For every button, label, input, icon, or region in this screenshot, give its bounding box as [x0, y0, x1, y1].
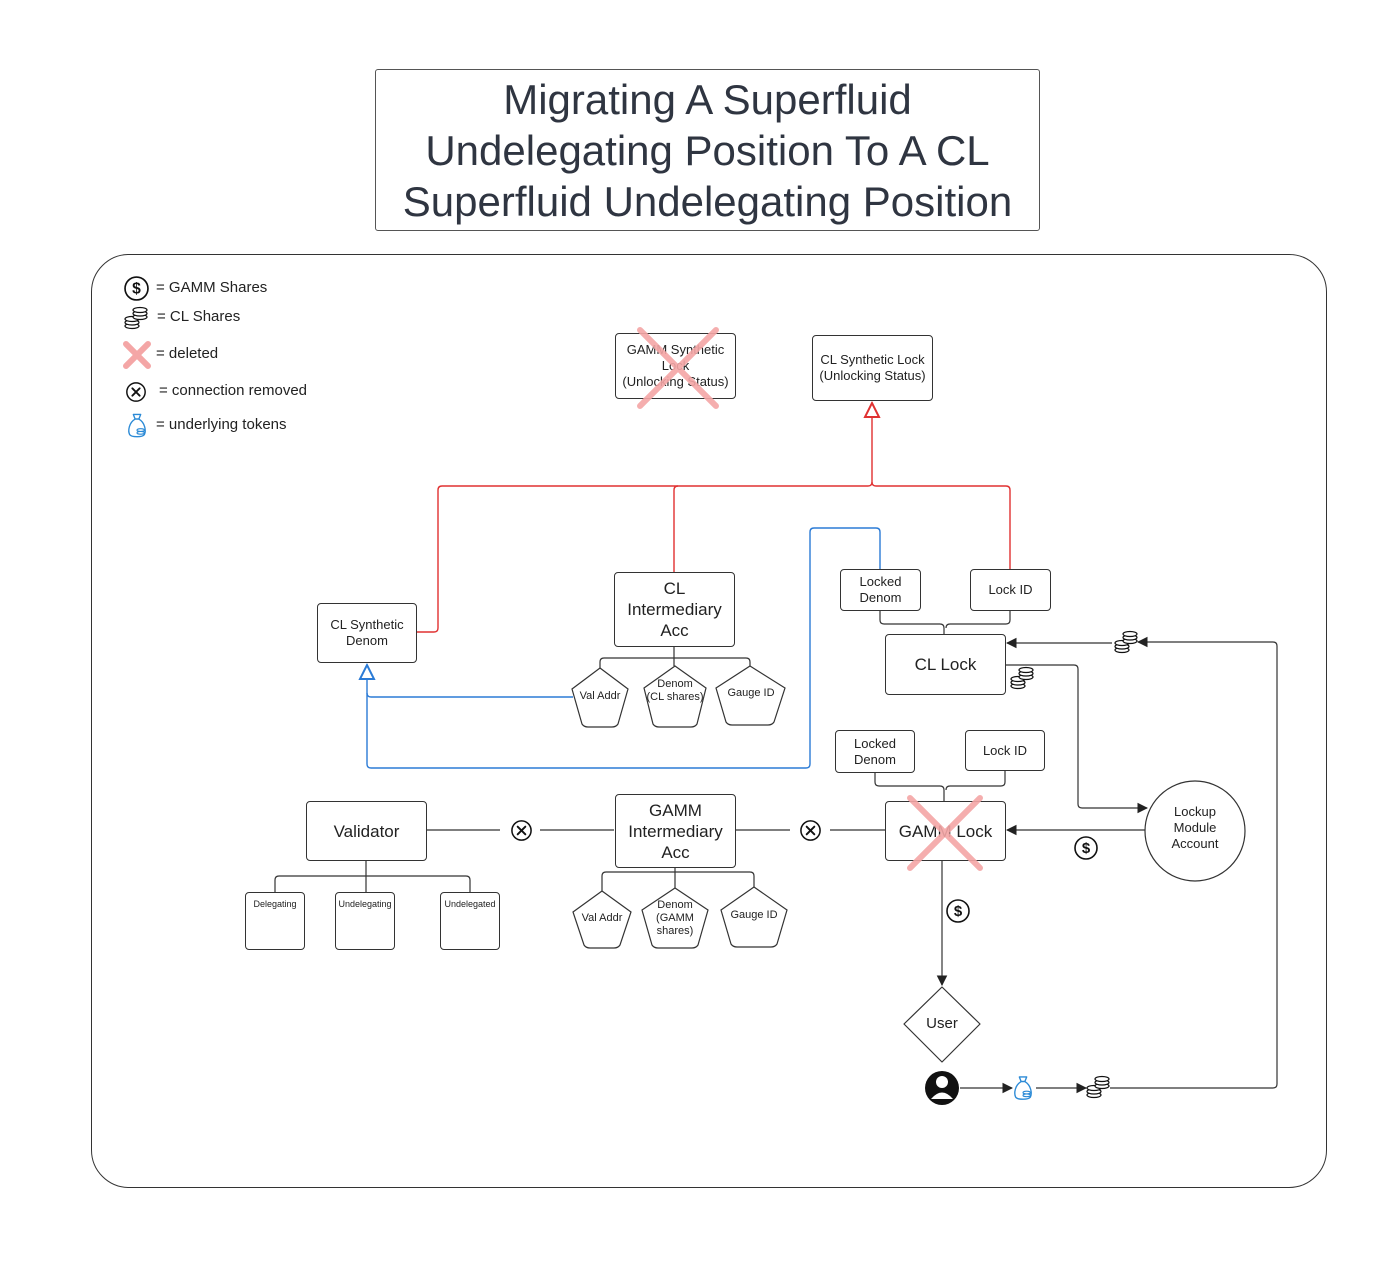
legend-underlying: = underlying tokens: [156, 416, 287, 433]
legend-removed: = connection removed: [159, 382, 308, 399]
lockup-module-account: Lockup Module Account: [1171, 804, 1219, 851]
validator-delegating: Delegating: [245, 892, 305, 950]
diagram-frame: [91, 254, 1327, 1188]
legend-deleted: = deleted: [156, 345, 219, 362]
cl-gauge-id: Gauge ID: [727, 687, 775, 699]
x-mark-icon: [123, 341, 151, 369]
gamm-intermediary-acc: GAMM Intermediary Acc: [615, 794, 736, 868]
pentagon-shapes: [571, 665, 788, 949]
cl-lock-id: Lock ID: [970, 569, 1051, 611]
diagram-title: Migrating A Superfluid Undelegating Posi…: [402, 75, 1013, 225]
user-node: User: [926, 1015, 958, 1032]
gamm-val-addr: Val Addr: [581, 912, 623, 924]
person-icon: [925, 1071, 959, 1105]
gamm-lock-id: Lock ID: [965, 730, 1045, 771]
user-diamond: [903, 986, 981, 1063]
gamm-synthetic-lock: GAMM Synthetic Lock (Unlocking Status): [615, 333, 736, 399]
red-connectors: [417, 403, 1011, 633]
legend-cl: = CL Shares: [157, 308, 241, 325]
blue-connectors: [367, 527, 881, 769]
validator: Validator: [306, 801, 427, 861]
gamm-locked-denom: Locked Denom: [835, 730, 915, 773]
cl-locked-denom: Locked Denom: [840, 569, 921, 611]
lockup-module-circle: [1144, 780, 1246, 882]
diagram-title-box: Migrating A Superfluid Undelegating Posi…: [375, 69, 1040, 231]
cl-val-addr: Val Addr: [579, 690, 621, 702]
cl-lock: CL Lock: [885, 634, 1006, 695]
flow-arrows: [936, 636, 1278, 1094]
tree-connectors: [274, 611, 1011, 892]
validator-undelegated: Undelegated: [440, 892, 500, 950]
cl-synthetic-denom: CL Synthetic Denom: [317, 603, 417, 663]
cl-synthetic-lock: CL Synthetic Lock (Unlocking Status): [812, 335, 933, 401]
validator-undelegating: Undelegating: [335, 892, 395, 950]
cl-intermediary-acc: CL Intermediary Acc: [614, 572, 735, 647]
cl-denom: Denom (CL shares): [646, 678, 704, 703]
gamm-denom: Denom (GAMM shares): [656, 899, 694, 937]
gamm-lock: GAMM Lock: [885, 801, 1006, 861]
gamm-gauge-id: Gauge ID: [730, 909, 778, 921]
legend-gamm: = GAMM Shares: [156, 279, 268, 296]
